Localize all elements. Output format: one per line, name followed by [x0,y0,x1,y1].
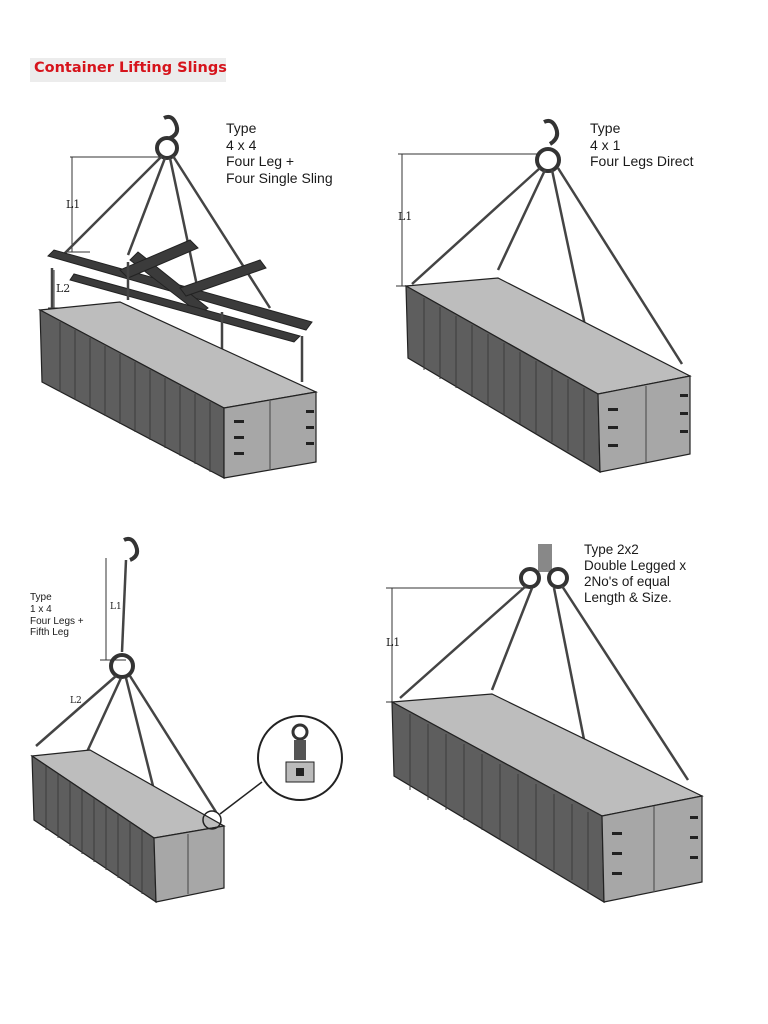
page-title-text: Container Lifting Slings [34,60,227,76]
diagram-1x4: L1 L2 Type 1 x 4 Four Legs + Fifth Leg [26,530,356,910]
crane-hook [123,536,140,562]
diagram-4x4-label: Type 4 x 4 Four Leg + Four Single Sling [226,120,333,186]
label-line: Type [30,592,52,603]
label-line: Type [590,120,621,136]
label-line: Fifth Leg [30,627,69,639]
master-link [109,653,135,679]
page-title: Container Lifting Slings [30,58,227,82]
master-link [535,147,561,173]
diagram-4x1: L1 Type 4 x 1 Four Legs Direct [390,110,730,480]
dim-l1: L1 [110,602,122,612]
diagram-2x2: L1 Type 2x2 Double Legged x 2No's of equ… [380,540,730,910]
label-line: Four Single Sling [226,169,333,186]
label-line: Type [226,120,257,136]
label-line: Four Legs Direct [590,153,694,170]
diagram-2x2-drawing [386,544,704,904]
master-link-left [519,567,541,589]
dim-l2: L2 [56,282,71,295]
diagram-1x4-label: Type 1 x 4 Four Legs + Fifth Leg [30,592,84,639]
label-line: 1 x 4 [30,603,52,615]
master-link-right [547,567,569,589]
diagram-4x1-label: Type 4 x 1 Four Legs Direct [590,120,693,170]
diagram-4x4: L1 L2 Type 4 x 4 Four Leg + Four Single … [30,110,370,490]
label-line: Length & Size. [584,589,672,605]
crane-hook [163,114,180,140]
label-line: Four Legs + [30,615,84,627]
diagram-1x4-drawing [30,536,343,904]
master-link [155,136,179,160]
crane-hook [538,544,552,572]
label-line: Four Leg + [226,153,295,170]
diagram-4x4-drawing [37,114,319,479]
dim-l1: L1 [398,210,413,223]
label-line: Double Legged x [584,557,687,573]
corner-detail-marker [202,810,222,830]
diagram-4x1-drawing [396,118,692,474]
label-line: 2No's of equal [584,573,670,589]
diagram-2x2-label: Type 2x2 Double Legged x 2No's of equal … [584,542,686,606]
crane-hook [543,118,560,146]
dim-l1: L1 [66,198,81,211]
fifth-leg [120,559,128,653]
label-line: 4 x 4 [226,136,257,153]
dim-l1: L1 [386,636,401,649]
label-line: Type 2x2 [584,542,639,557]
label-line: 4 x 1 [590,136,621,153]
dim-l2: L2 [70,696,82,706]
